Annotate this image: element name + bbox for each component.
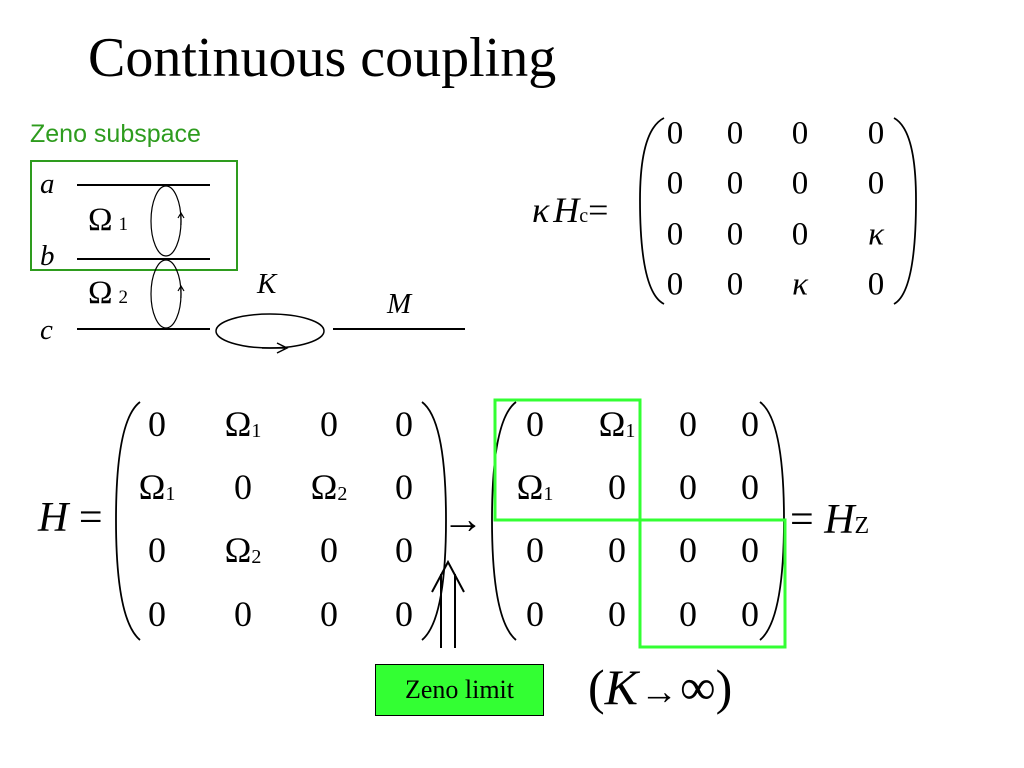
level-diagram [30,160,465,354]
hz-matrix-cell: 0 [679,404,697,444]
hz-matrix-cell: 0 [741,467,759,507]
kh-cell: 0 [867,266,885,303]
h-matrix-cell: 0 [395,404,413,444]
sink-block-highlight [638,518,787,649]
h-matrix-cell: 0 [395,594,413,634]
hz-matrix-cell: 0 [741,404,759,444]
h-matrix-cell: Ω1 [138,467,176,507]
h-matrix-cell: 0 [148,530,166,570]
hz-left-bracket [491,401,517,641]
hz-matrix-cell: 0 [526,404,544,444]
sink-label: M [387,288,412,320]
kh-cell: 0 [726,115,744,152]
kh-cell: 0 [726,266,744,303]
kh-left-bracket [639,117,665,305]
decay-arrow-icon [262,342,289,354]
h-matrix-cell: 0 [320,594,338,634]
kh-cell: κ [868,216,884,253]
h-matrix-cell: Ω2 [310,467,348,507]
kh-cell: 0 [791,216,809,253]
h-right-bracket [421,401,447,641]
kh-right-bracket [893,117,917,305]
kh-cell: 0 [666,266,684,303]
kh-cell: 0 [726,165,744,202]
h-lhs: H = [38,495,103,541]
hz-matrix-cell: 0 [741,530,759,570]
h-matrix-cell: 0 [320,530,338,570]
hz-matrix-cell: 0 [526,594,544,634]
level-b-label: b [40,240,55,272]
zeno-block-highlight [493,398,642,522]
hz-matrix-cell: Ω1 [598,404,636,444]
kh-cell: 0 [867,165,885,202]
hz-matrix-cell: 0 [679,594,697,634]
hz-matrix-cell: 0 [679,467,697,507]
hz-matrix-cell: 0 [741,594,759,634]
h-matrix-cell: 0 [395,530,413,570]
zeno-subspace-label: Zeno subspace [30,120,201,148]
omega1-arrow-icon [177,211,185,225]
kh-cell: 0 [666,165,684,202]
omega2-arrow-icon [177,284,185,298]
slide-title: Continuous coupling [88,27,557,89]
zeno-limit-badge: Zeno limit [375,664,544,716]
kh-cell: 0 [867,115,885,152]
kh-cell: 0 [791,165,809,202]
hz-matrix-cell: 0 [608,530,626,570]
h-matrix-cell: 0 [148,404,166,444]
level-c-label: c [40,314,53,346]
double-up-arrow-icon [431,559,465,648]
h-matrix-cell: Ω2 [224,530,262,570]
hz-matrix-cell: 0 [608,467,626,507]
h-matrix-cell: Ω1 [224,404,262,444]
hz-matrix-cell: 0 [526,530,544,570]
kh-cell: 0 [791,115,809,152]
level-a-label: a [40,168,55,200]
h-matrix-cell: 0 [234,467,252,507]
kh-cell: κ [792,266,808,303]
arrow-icon: → [442,497,484,543]
h-matrix-cell: 0 [234,594,252,634]
hz-rhs: = HZ [790,497,870,543]
kh-cell: 0 [666,216,684,253]
h-matrix-cell: 0 [320,404,338,444]
h-matrix-cell: 0 [395,467,413,507]
h-matrix-cell: 0 [148,594,166,634]
limit-condition: (K→∞) [588,659,733,715]
hz-matrix-cell: 0 [608,594,626,634]
kh-cell: 0 [726,216,744,253]
hz-matrix-cell: Ω1 [516,467,554,507]
zeno-subspace-box [30,160,238,271]
decay-rate-label: K [257,268,277,300]
kh-cell: 0 [666,115,684,152]
hz-matrix-cell: 0 [679,530,697,570]
h-left-bracket [115,401,141,641]
